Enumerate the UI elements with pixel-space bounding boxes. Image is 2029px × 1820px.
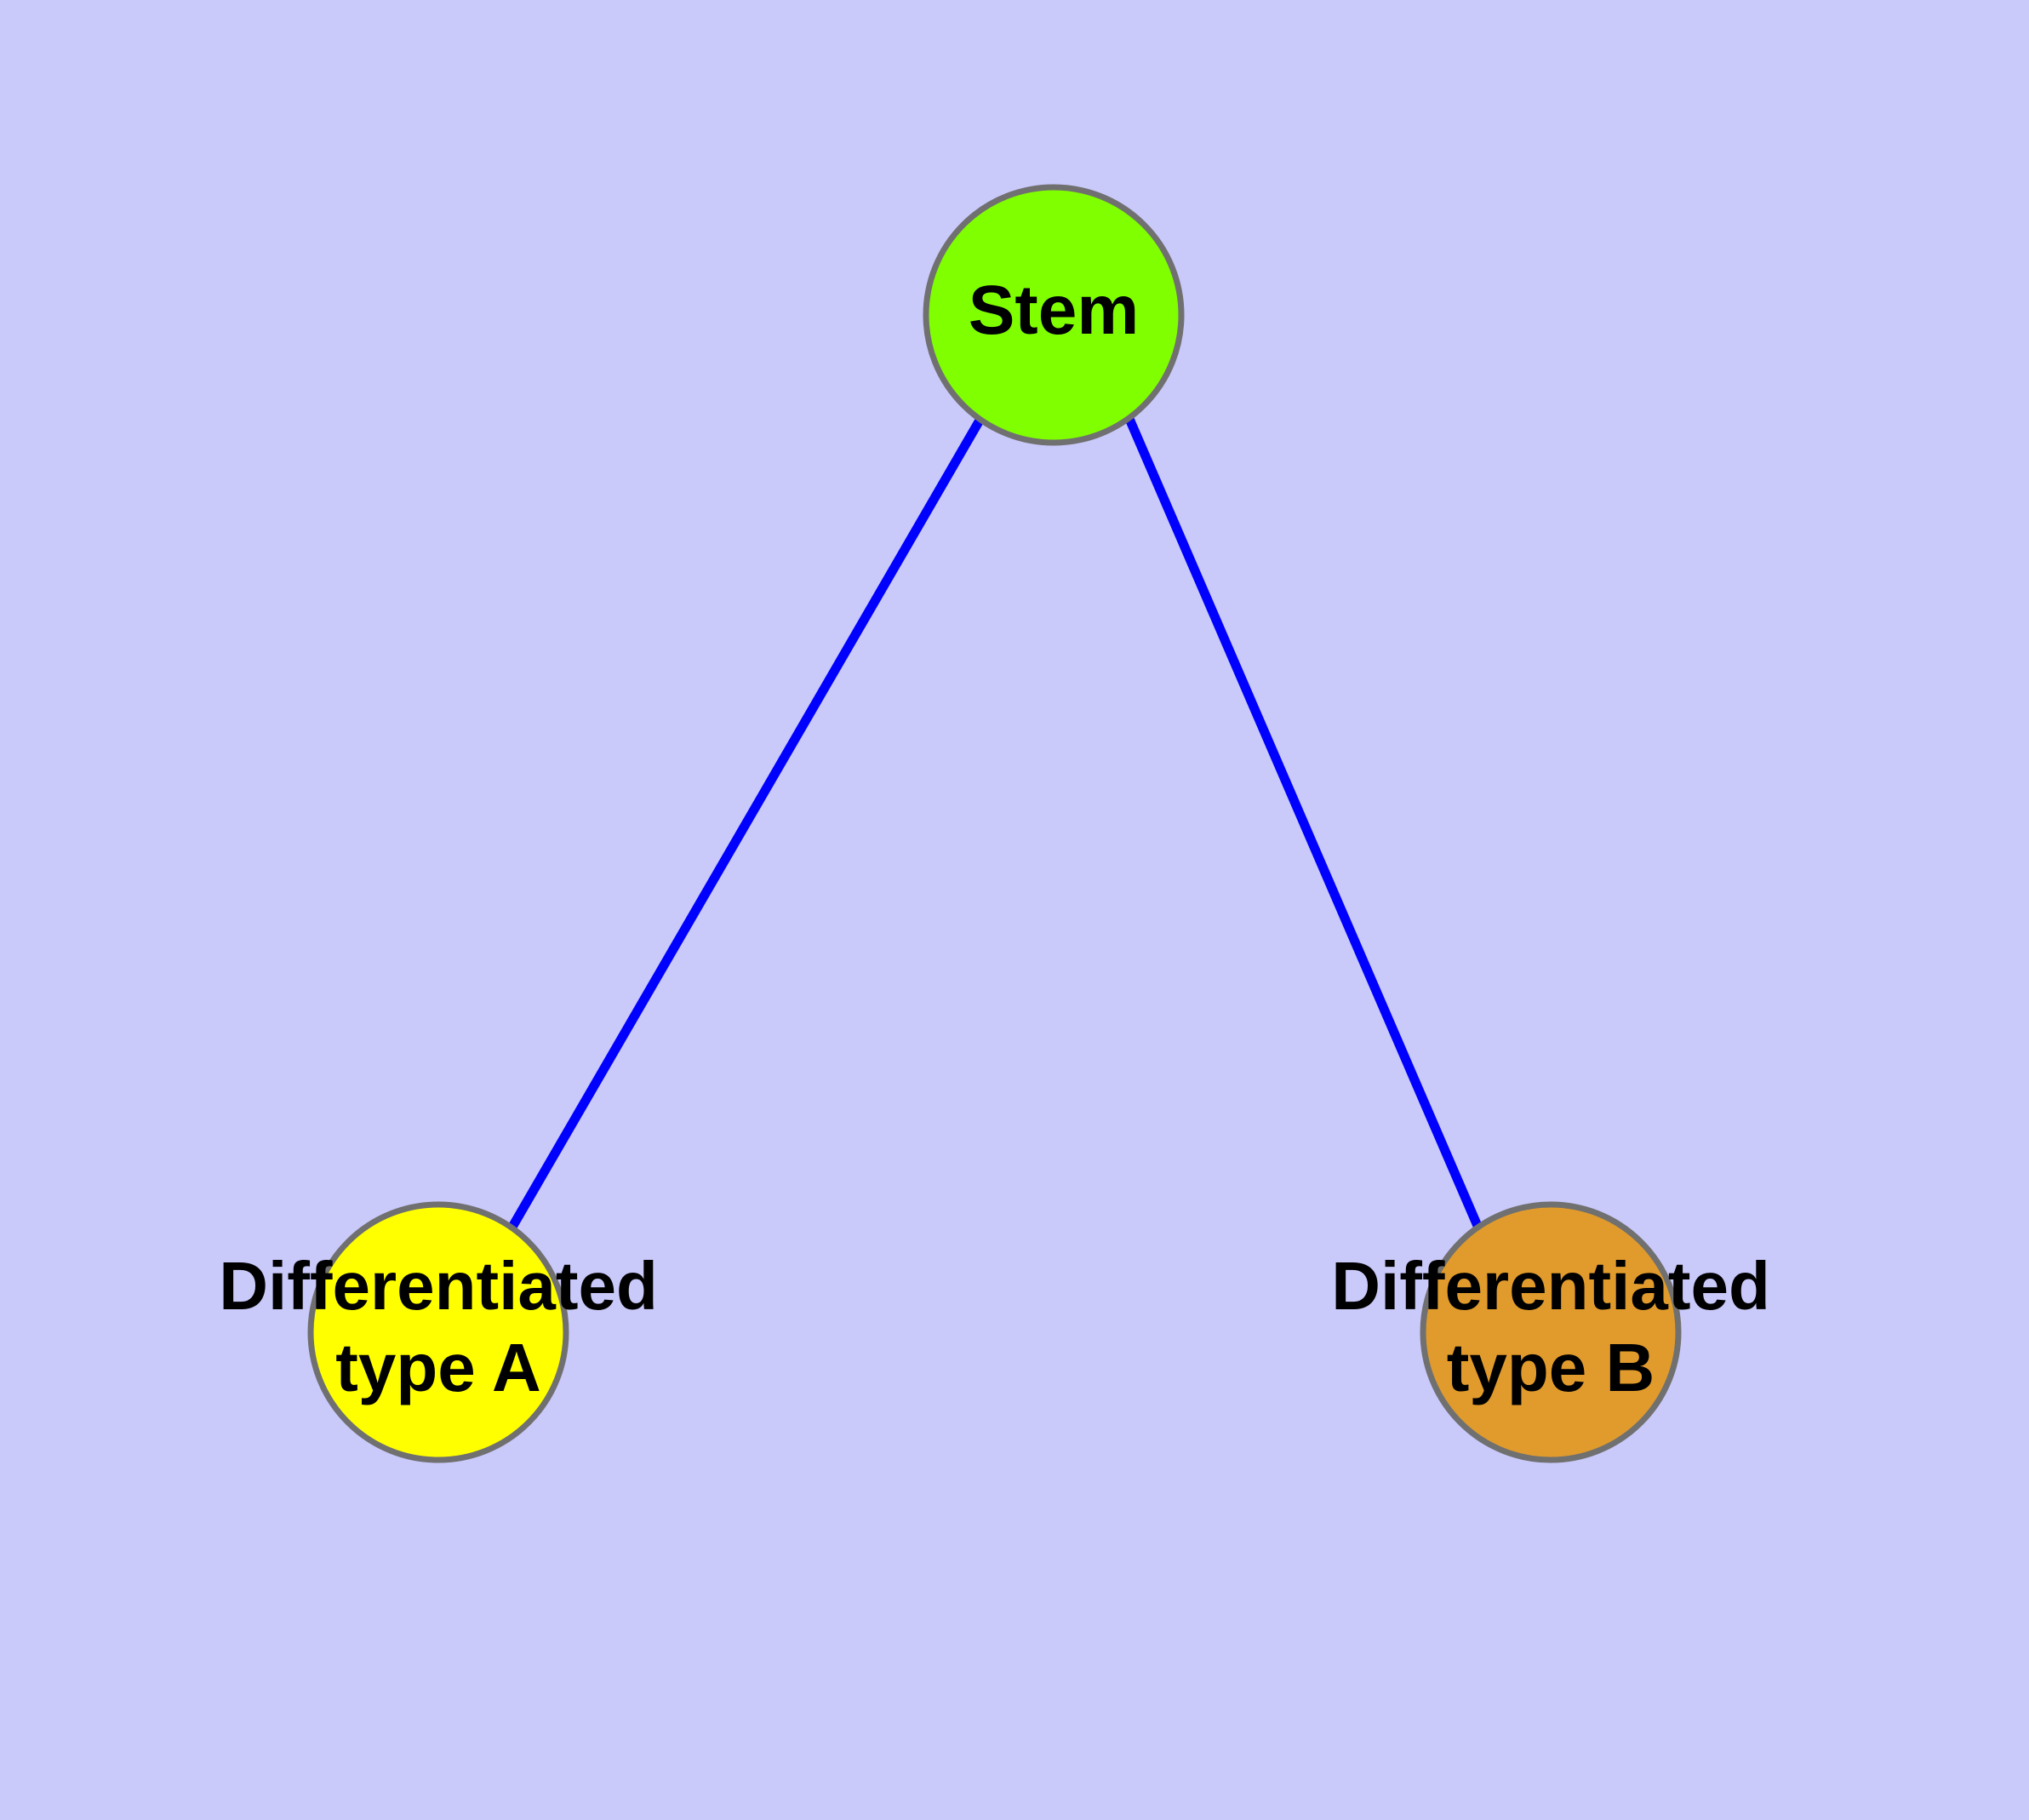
node-label-line: Differentiated (1331, 1248, 1770, 1324)
node-label-line: Stem (969, 272, 1140, 349)
node-label-line: type B (1447, 1330, 1655, 1405)
edge-stem-diff-a[interactable] (507, 416, 985, 1231)
node-stem[interactable] (923, 184, 1185, 446)
node-layer (307, 184, 1682, 1463)
node-label-line: Differentiated (219, 1248, 658, 1324)
edge-stem-diff-b[interactable] (1124, 416, 1483, 1228)
node-circle-stem[interactable] (923, 184, 1185, 446)
node-label-line: type A (335, 1330, 541, 1405)
node-label-stem: Stem (969, 272, 1140, 349)
node-circle-diff_a[interactable] (307, 1201, 569, 1463)
edge-layer (507, 416, 1483, 1231)
node-diff_a[interactable] (307, 1201, 569, 1463)
node-diff_b[interactable] (1420, 1201, 1682, 1463)
node-circle-diff_b[interactable] (1420, 1201, 1682, 1463)
